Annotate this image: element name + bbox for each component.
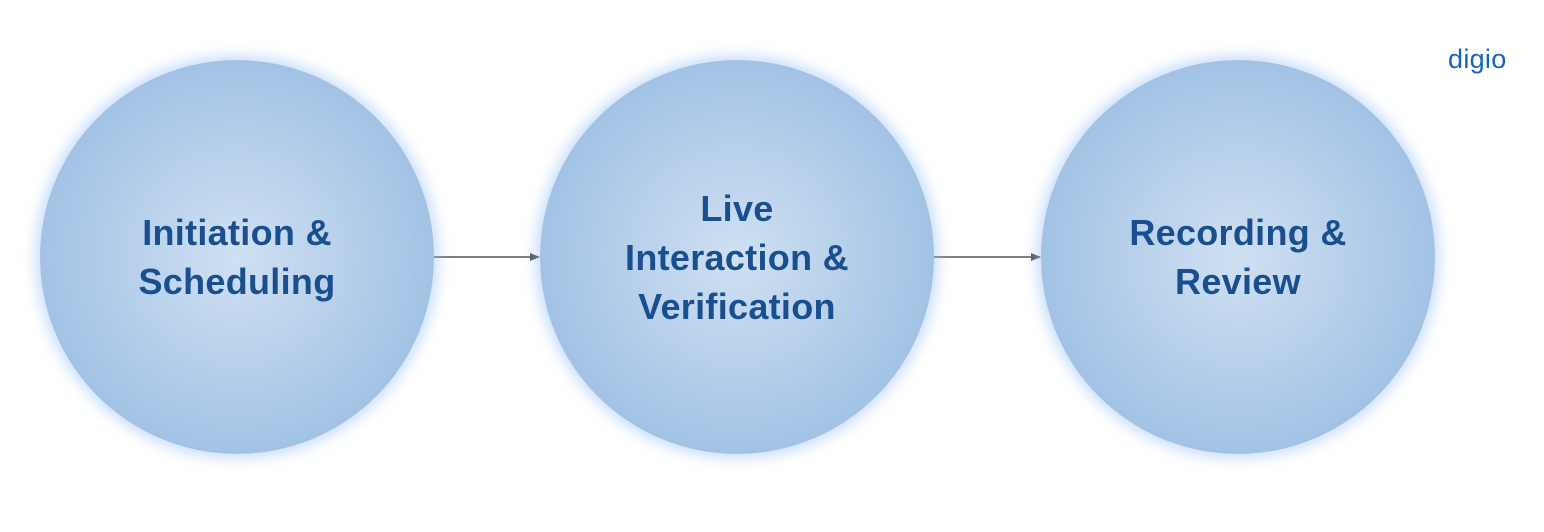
step-label: Recording & Review <box>1129 212 1347 302</box>
step-initiation-scheduling: Initiation & Scheduling <box>40 60 434 454</box>
step-recording-review: Recording & Review <box>1041 60 1435 454</box>
step-label: Initiation & Scheduling <box>138 212 336 302</box>
step-label: Live Interaction & Verification <box>625 187 849 327</box>
step-live-interaction-verification: Live Interaction & Verification <box>540 60 934 454</box>
digio-logo: digio <box>1448 44 1507 74</box>
